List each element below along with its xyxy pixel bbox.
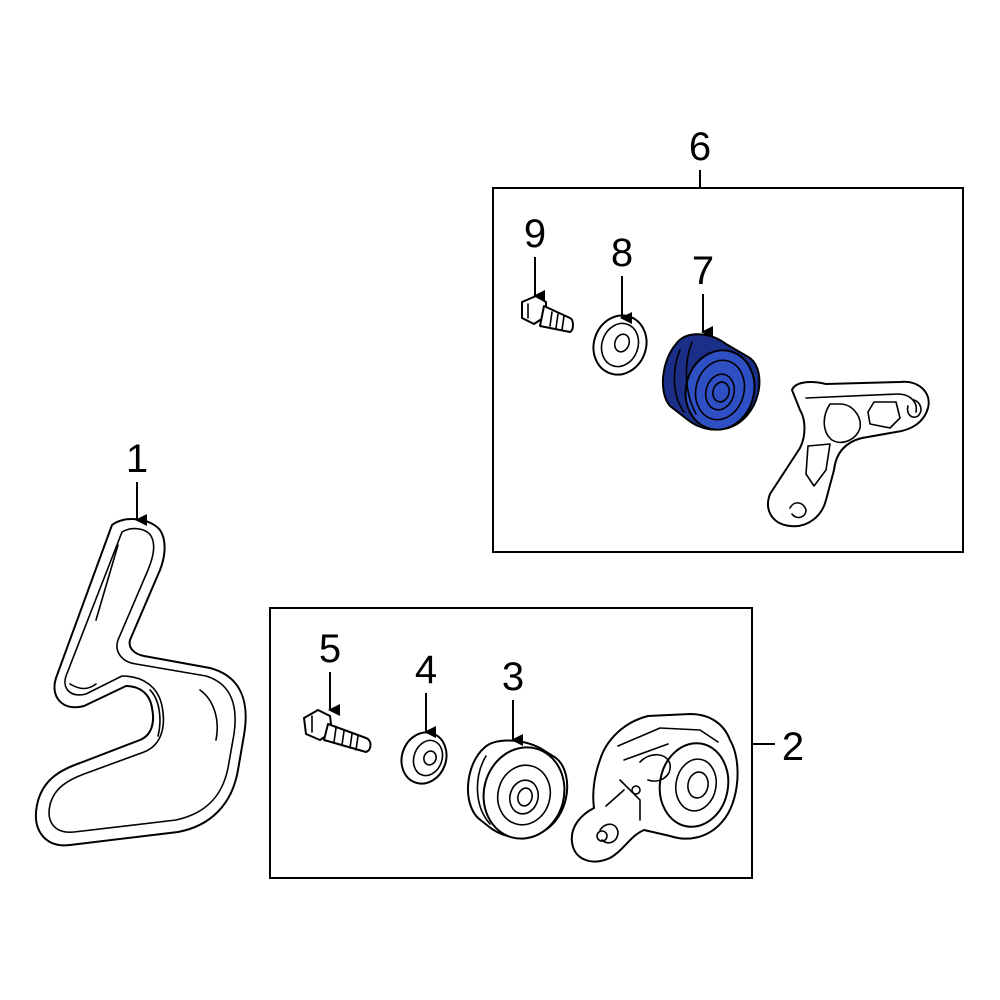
callout-4: 4 — [415, 648, 437, 692]
callout-6: 6 — [689, 125, 711, 169]
washer-part-8[interactable] — [585, 308, 654, 382]
callout-5: 5 — [319, 627, 341, 671]
washer-part-4[interactable] — [394, 726, 453, 790]
pulley-part-3[interactable] — [467, 738, 575, 848]
bolt-part-5[interactable] — [303, 709, 372, 753]
callout-2: 2 — [782, 725, 804, 769]
bolt-part-9[interactable] — [521, 295, 574, 333]
callout-8: 8 — [611, 231, 633, 275]
callout-3: 3 — [502, 655, 524, 699]
tensioner-bracket[interactable] — [767, 380, 930, 528]
drive-belt-part[interactable] — [34, 518, 247, 847]
callout-7: 7 — [692, 249, 714, 293]
assembly-box-6 — [492, 187, 964, 553]
tensioner-assembly[interactable] — [570, 713, 739, 863]
callout-9: 9 — [524, 212, 546, 256]
idler-pulley-part-7[interactable] — [661, 333, 763, 437]
callout-1: 1 — [126, 437, 148, 481]
